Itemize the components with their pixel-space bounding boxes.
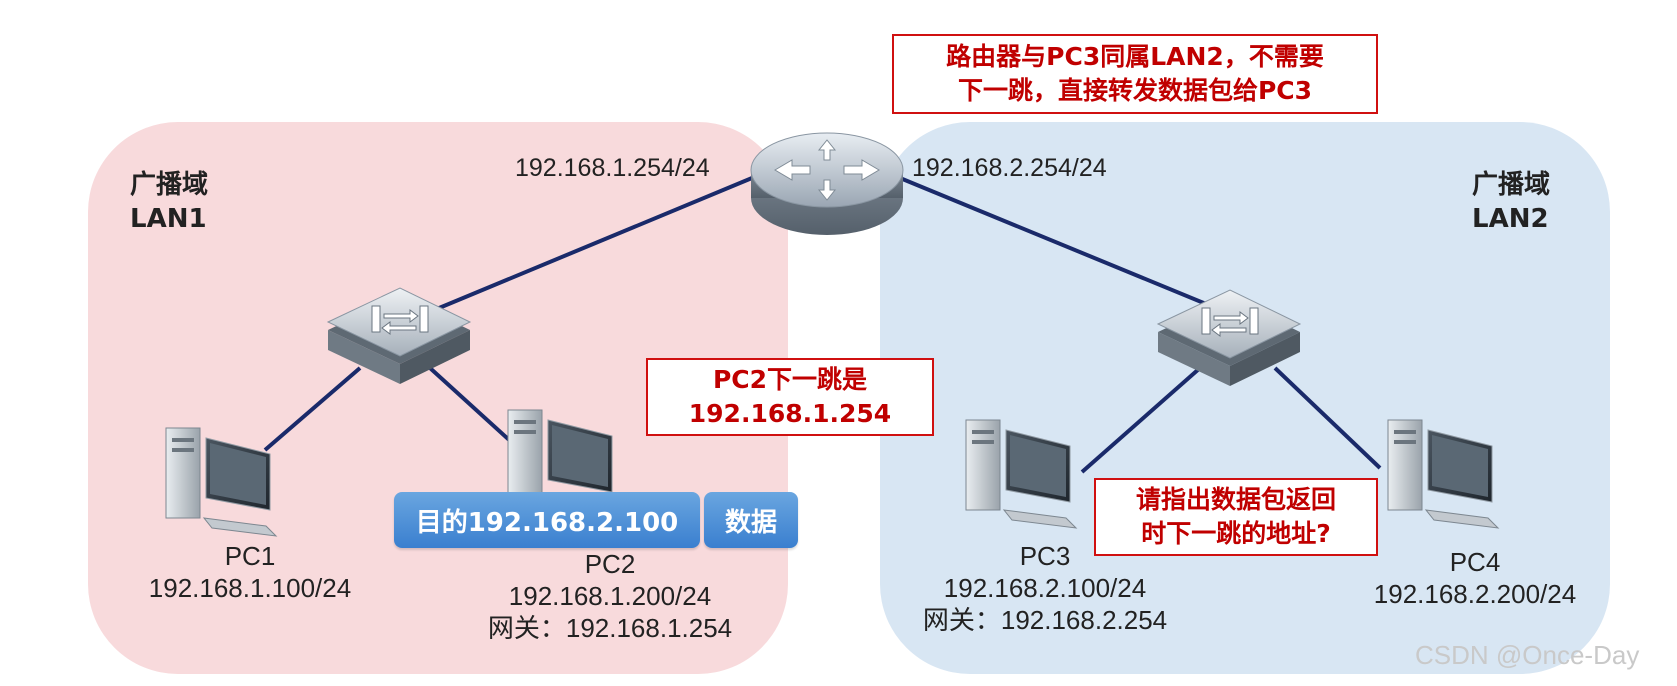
link-switch2-pc4 [1273,366,1382,470]
pc4-ip: 192.168.2.200/24 [1373,579,1577,609]
pc3-gateway: 网关：192.168.2.254 [922,605,1168,635]
callout-pc2-line2: 192.168.1.254 [688,399,892,428]
zone-label-lan1: 广播域 LAN1 [130,168,208,236]
link-switch2-pc3 [1080,366,1202,474]
pc2-label: PC2 192.168.1.200/24 网关：192.168.1.254 [470,548,750,644]
router-forward-callout: 路由器与PC3同属LAN2，不需要 下一跳，直接转发数据包给PC3 [892,34,1378,114]
pc2-ip: 192.168.1.200/24 [508,581,712,611]
callout-question-line2: 时下一跳的地址? [1141,519,1331,548]
callout-pc2-line1: PC2下一跳是 [712,365,868,394]
switch-lan2-icon [1156,289,1302,386]
packet-destination: 目的192.168.2.100 [394,492,700,548]
zone-lan1-line2: LAN1 [130,204,207,234]
pc2-gateway: 网关：192.168.1.254 [487,613,733,643]
pc1-ip: 192.168.1.100/24 [148,573,352,603]
link-router-switch2 [899,176,1246,322]
pc1-label: PC1 192.168.1.100/24 [130,540,370,604]
watermark: CSDN @Once-Day [1415,640,1640,670]
zone-lan1-line1: 广播域 [130,170,209,200]
callout-question-line1: 请指出数据包返回 [1135,485,1336,514]
pc1-icon [165,427,278,537]
pc4-label: PC4 192.168.2.200/24 [1340,546,1610,610]
pc1-name: PC1 [224,541,276,571]
packet-payload: 数据 [704,492,798,548]
link-switch1-pc1 [263,366,362,452]
pc2-icon [507,409,613,501]
zone-lan2-line1: 广播域 [1472,170,1551,200]
zone-lan2-line2: LAN2 [1472,204,1549,234]
router-lan1-ip: 192.168.1.254/24 [515,154,710,182]
callout-top-line2: 下一跳，直接转发数据包给PC3 [957,76,1313,105]
router-icon [750,132,904,235]
pc3-ip: 192.168.2.100/24 [943,573,1147,603]
return-hop-question-callout: 请指出数据包返回 时下一跳的地址? [1094,478,1378,556]
router-lan2-ip: 192.168.2.254/24 [912,154,1107,182]
pc3-name: PC3 [1019,541,1071,571]
pc4-icon [1387,419,1500,529]
pc2-name: PC2 [584,549,636,579]
pc3-label: PC3 192.168.2.100/24 网关：192.168.2.254 [905,540,1185,636]
zone-label-lan2: 广播域 LAN2 [1472,168,1550,236]
pc2-next-hop-callout: PC2下一跳是 192.168.1.254 [646,358,934,436]
link-router-switch1 [414,176,753,320]
switch-lan1-icon [326,287,472,384]
callout-top-line1: 路由器与PC3同属LAN2，不需要 [946,42,1324,71]
broadcast-domain-lan2 [880,122,1610,674]
pc4-name: PC4 [1449,547,1501,577]
pc3-icon [965,419,1078,529]
